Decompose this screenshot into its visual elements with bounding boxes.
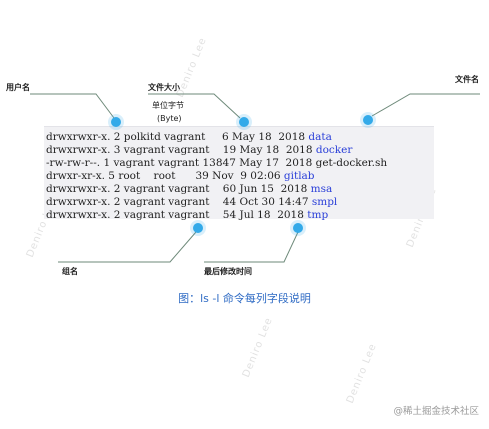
row-attributes: drwxr-xr-x. 5 root root 39 Nov 9 02:06 — [46, 170, 284, 182]
dot-filename — [363, 115, 373, 125]
terminal-row: drwxrwxr-x. 3 vagrant vagrant 19 May 18 … — [46, 144, 352, 157]
source-watermark: @稀土掘金技术社区 — [393, 406, 479, 417]
row-attributes: drwxrwxr-x. 2 vagrant vagrant 44 Oct 30 … — [46, 196, 312, 208]
directory-name: smpl — [311, 196, 338, 208]
dot-user — [111, 117, 121, 127]
row-attributes: drwxrwxr-x. 2 polkitd vagrant 6 May 18 2… — [46, 131, 309, 143]
row-attributes: drwxrwxr-x. 3 vagrant vagrant 19 May 18 … — [46, 144, 316, 156]
row-attributes: drwxrwxr-x. 2 vagrant vagrant 60 Jun 15 … — [46, 183, 311, 195]
leader-user — [30, 93, 115, 119]
directory-name: tmp — [307, 209, 329, 221]
terminal-row: drwxrwxr-x. 2 polkitd vagrant 6 May 18 2… — [46, 131, 332, 144]
row-attributes: drwxrwxr-x. 2 vagrant vagrant 54 Jul 18 … — [46, 209, 308, 221]
dot-size — [239, 117, 249, 127]
leader-group — [58, 231, 197, 263]
file-name: get-docker.sh — [315, 157, 388, 169]
terminal-row: drwxr-xr-x. 5 root root 39 Nov 9 02:06 g… — [46, 170, 315, 183]
leader-modtime — [204, 231, 299, 263]
label-filename: 文件名 — [455, 75, 479, 84]
label-modtime: 最后修改时间 — [204, 267, 252, 276]
leader-size — [148, 93, 241, 119]
label-group: 组名 — [62, 267, 78, 276]
leader-filename — [371, 93, 480, 117]
terminal-output: drwxrwxr-x. 2 polkitd vagrant 6 May 18 2… — [44, 126, 434, 222]
directory-name: data — [308, 131, 332, 143]
terminal-row: drwxrwxr-x. 2 vagrant vagrant 60 Jun 15 … — [46, 183, 332, 196]
row-attributes: -rw-rw-r--. 1 vagrant vagrant 13847 May … — [46, 157, 316, 169]
label-user: 用户名 — [6, 83, 30, 92]
label-unit: 单位字节 — [152, 101, 184, 110]
directory-name: docker — [315, 144, 353, 156]
directory-name: msa — [310, 183, 333, 195]
dot-group — [193, 223, 203, 233]
terminal-row: drwxrwxr-x. 2 vagrant vagrant 54 Jul 18 … — [46, 209, 328, 222]
label-unit-byte: (Byte) — [157, 114, 182, 123]
terminal-row: drwxrwxr-x. 2 vagrant vagrant 44 Oct 30 … — [46, 196, 337, 209]
terminal-row: -rw-rw-r--. 1 vagrant vagrant 13847 May … — [46, 157, 387, 170]
label-size: 文件大小 — [148, 83, 180, 92]
dot-modtime — [293, 223, 303, 233]
figure-caption: 图：ls -l 命令每列字段说明 — [178, 292, 311, 305]
directory-name: gitlab — [283, 170, 315, 182]
